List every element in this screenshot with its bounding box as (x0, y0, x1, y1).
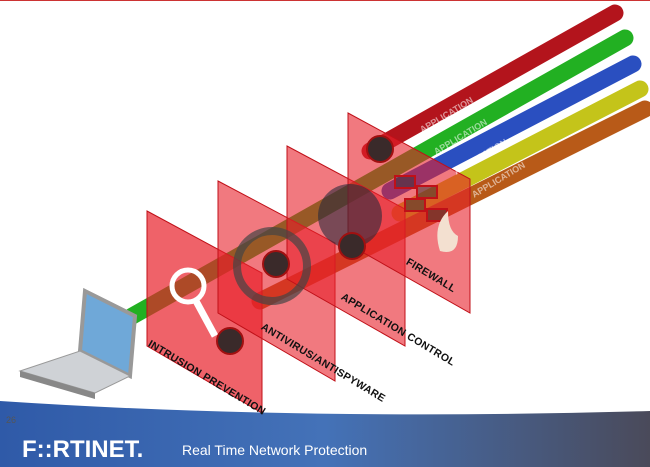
laptop-icon (18, 287, 138, 399)
page-number: 26 (6, 415, 17, 425)
fortinet-logo: F::RTINET. (22, 436, 144, 463)
flame-icon (437, 211, 458, 252)
tagline: Real Time Network Protection (182, 442, 368, 458)
brick-wall-icon (394, 175, 448, 222)
footer-band (0, 401, 650, 467)
shield-icon (233, 227, 311, 305)
threat-ball-icon (216, 135, 394, 355)
pipe-red (361, 4, 624, 160)
gauge-icon (318, 184, 382, 248)
magnifier-icon (169, 267, 219, 338)
